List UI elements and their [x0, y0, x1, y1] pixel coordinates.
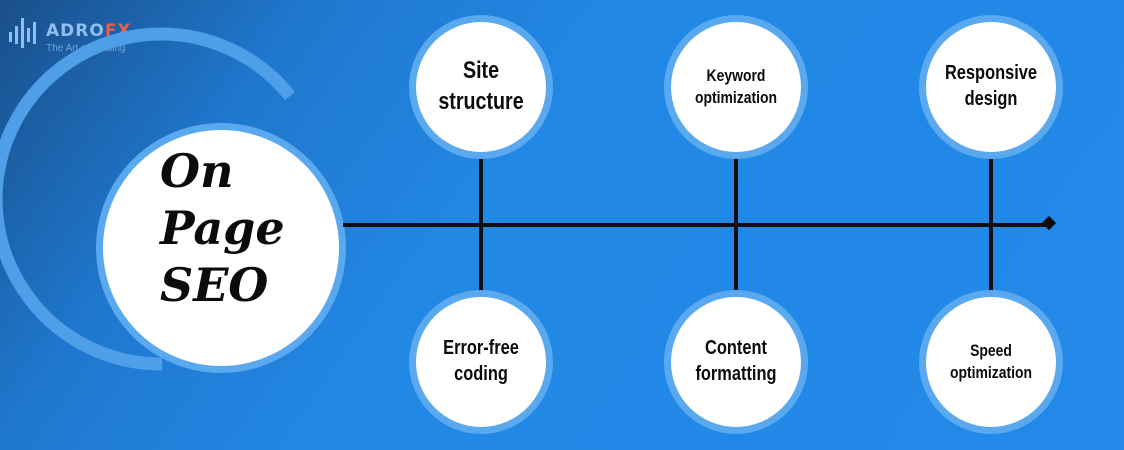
- node-site-structure: Site structure: [416, 22, 546, 152]
- decorative-arc: [0, 27, 296, 371]
- node-label: Speed optimization: [949, 341, 1033, 382]
- connector-bottom-3: [989, 225, 993, 298]
- node-label: Responsive design: [944, 62, 1038, 110]
- node-label: Content formatting: [695, 337, 777, 385]
- bar-chart-logo-icon: [9, 18, 36, 48]
- main-topic-circle: [103, 130, 339, 366]
- title-line-3: SEO: [160, 258, 269, 312]
- timeline-axis: [343, 223, 1048, 227]
- connector-top-2: [734, 150, 738, 225]
- timeline-end-marker: [1041, 215, 1057, 231]
- connector-bottom-2: [734, 225, 738, 298]
- node-keyword-optimization: Keyword optimization: [671, 22, 801, 152]
- node-speed-optimization: Speed optimization: [926, 297, 1056, 427]
- node-content-formatting: Content formatting: [671, 297, 801, 427]
- node-error-free-coding: Error-free coding: [416, 297, 546, 427]
- connector-top-1: [479, 150, 483, 225]
- node-label: Error-free coding: [443, 337, 519, 385]
- main-topic-title: On Page SEO: [160, 143, 320, 314]
- title-line-2: Page: [160, 201, 285, 255]
- connector-bottom-1: [479, 225, 483, 298]
- title-line-1: On: [160, 144, 234, 198]
- node-label: Keyword optimization: [694, 66, 778, 107]
- node-label: Site structure: [438, 57, 524, 115]
- node-responsive-design: Responsive design: [926, 22, 1056, 152]
- connector-top-3: [989, 150, 993, 225]
